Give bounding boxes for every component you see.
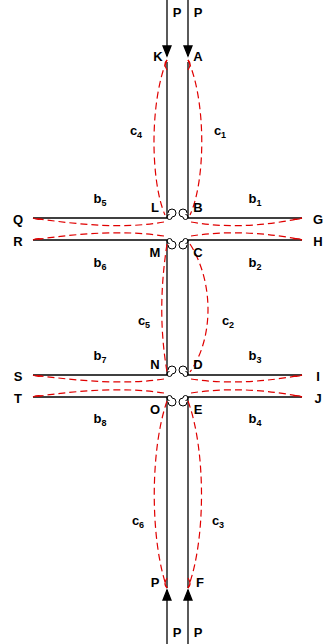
point-label: C [193, 246, 202, 259]
member-label: c3 [212, 514, 224, 527]
frame-member [33, 62, 302, 588]
load-label: P [173, 6, 182, 19]
point-label: R [13, 235, 22, 248]
load-label: P [151, 576, 160, 589]
point-label: I [316, 370, 320, 383]
point-label: A [193, 50, 202, 63]
member-label: b1 [249, 192, 262, 205]
point-label: D [193, 358, 202, 371]
member-label: c2 [222, 314, 234, 327]
point-label: K [153, 50, 162, 63]
point-label: T [14, 392, 22, 405]
point-label: O [150, 403, 160, 416]
load-label: P [194, 626, 203, 639]
member-label: b2 [249, 256, 262, 269]
point-label: G [313, 213, 323, 226]
member-label: c5 [138, 314, 150, 327]
member-label: b7 [94, 349, 107, 362]
member-label: c4 [130, 124, 142, 137]
member-label: c1 [214, 124, 226, 137]
end-hook [33, 60, 302, 588]
deflected-shape [33, 60, 302, 588]
point-label: S [14, 370, 23, 383]
point-label: F [196, 576, 204, 589]
point-label: Q [13, 213, 23, 226]
point-label: B [193, 201, 202, 214]
point-label: H [313, 235, 322, 248]
member-label: b8 [94, 412, 107, 425]
load-label: P [173, 626, 182, 639]
member-label: b3 [249, 349, 262, 362]
member-label: b5 [94, 192, 107, 205]
point-label: N [150, 358, 159, 371]
point-label: J [314, 392, 321, 405]
member-label: c6 [132, 514, 144, 527]
member-label: b6 [94, 256, 107, 269]
point-label: E [194, 403, 203, 416]
point-label: L [151, 201, 159, 214]
point-label: M [150, 246, 161, 259]
load-label: P [194, 6, 203, 19]
member-label: b4 [249, 412, 262, 425]
moment-symbol [167, 209, 188, 406]
